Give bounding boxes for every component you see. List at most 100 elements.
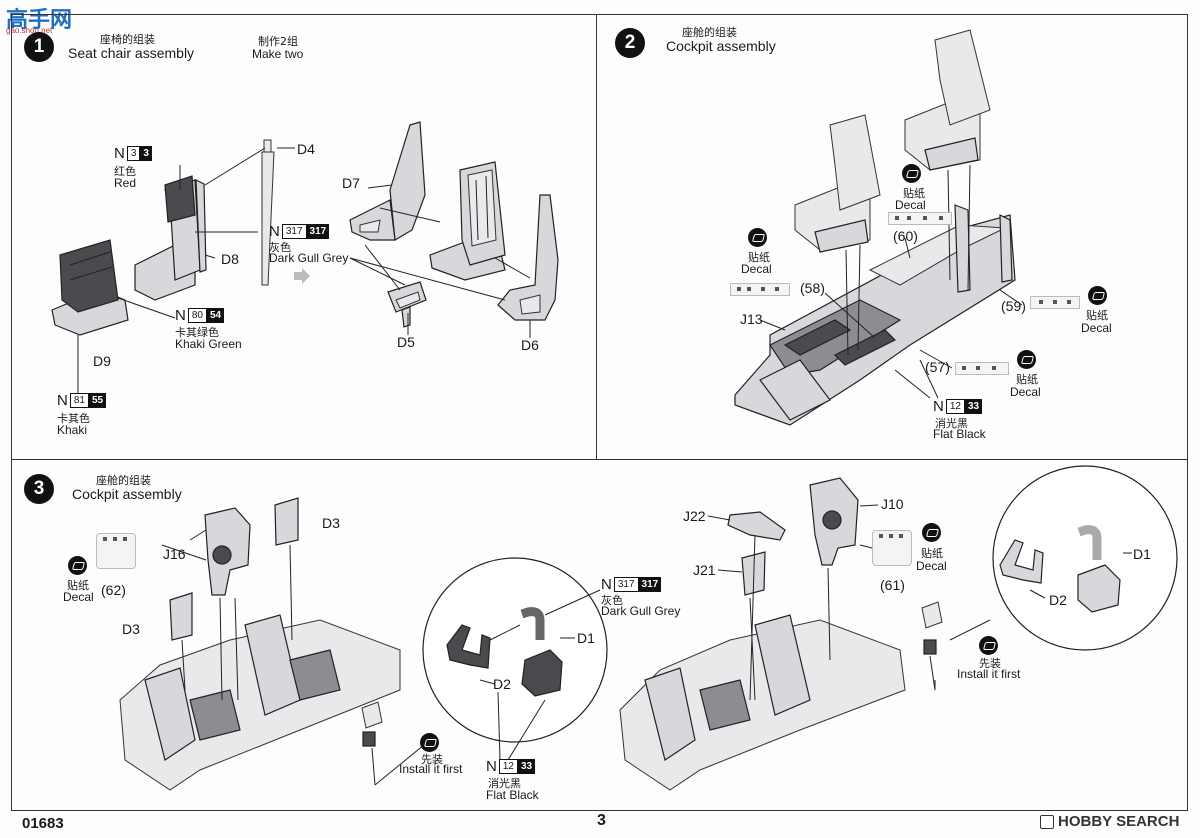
step2-number: 2 bbox=[615, 28, 645, 58]
kit-number: 01683 bbox=[22, 815, 64, 832]
step1-title-zh: 座椅的组装 bbox=[100, 33, 155, 46]
stick-small-left bbox=[361, 701, 383, 747]
rod-d4-drawing bbox=[261, 139, 275, 286]
paint-khaki-green-zh: 卡其绿色 bbox=[175, 326, 219, 339]
part-d1-label-b: D1 bbox=[1133, 546, 1151, 562]
part-d5-label: D5 bbox=[397, 334, 415, 350]
hobby-search-logo: HOBBY SEARCH bbox=[1040, 813, 1179, 830]
detail-d2-left bbox=[446, 624, 491, 669]
decal-icon-62 bbox=[68, 556, 87, 575]
paint-red-zh: 红色 bbox=[114, 165, 136, 178]
install-first-en-left: Install it first bbox=[399, 762, 463, 776]
frame-d6-drawing bbox=[497, 194, 559, 321]
part-d9-label: D9 bbox=[93, 353, 111, 369]
panel-j10 bbox=[809, 477, 859, 566]
paint-khaki-en: Khaki bbox=[57, 423, 88, 437]
decal-60-en: Decal bbox=[895, 198, 926, 212]
decal-59-en: Decal bbox=[1081, 321, 1112, 335]
ref-57: (57) bbox=[925, 359, 950, 375]
paint-black-zh-step3: 消光黑 bbox=[488, 777, 521, 790]
decal-61-en: Decal bbox=[916, 559, 947, 573]
ref-60: (60) bbox=[893, 228, 918, 244]
part-j16-label: J16 bbox=[163, 546, 186, 562]
decal-57-zh: 贴纸 bbox=[1016, 373, 1038, 386]
paint-black-en-step2: Flat Black bbox=[933, 427, 986, 441]
panel-j22 bbox=[727, 511, 786, 541]
ref-61: (61) bbox=[880, 577, 905, 593]
cockpit-right-step3 bbox=[619, 614, 906, 791]
page-number: 3 bbox=[597, 812, 606, 829]
part-d6-label: D6 bbox=[521, 337, 539, 353]
step2-title-en: Cockpit assembly bbox=[666, 38, 776, 54]
paint-black-zh-step2: 消光黑 bbox=[935, 417, 968, 430]
ref-59: (59) bbox=[1001, 298, 1026, 314]
install-first-zh-right: 先装 bbox=[979, 657, 1001, 670]
seat-assembled-drawing bbox=[429, 161, 506, 281]
decal-sheet-59 bbox=[1030, 296, 1080, 309]
decal-icon-60 bbox=[902, 164, 921, 183]
decal-sheet-62 bbox=[96, 533, 136, 569]
cockpit-tub-step2 bbox=[734, 204, 1016, 426]
decal-icon-58 bbox=[748, 228, 767, 247]
part-j21-label: J21 bbox=[693, 562, 716, 578]
part-d2-label-a: D2 bbox=[493, 676, 511, 692]
cockpit-left-step3 bbox=[119, 614, 401, 791]
decal-58-en: Decal bbox=[741, 262, 772, 276]
install-first-icon-right bbox=[979, 636, 998, 655]
detail-callout-right bbox=[992, 465, 1178, 651]
part-d7-label: D7 bbox=[342, 175, 360, 191]
frame-d7-drawing bbox=[349, 121, 426, 241]
ref-58: (58) bbox=[800, 280, 825, 296]
paint-black-en-step3: Flat Black bbox=[486, 788, 539, 802]
hobby-search-icon bbox=[1040, 815, 1054, 830]
paint-grey-en-step1: Dark Gull Grey bbox=[269, 251, 349, 265]
paint-grey-zh-step1: 灰色 bbox=[269, 241, 291, 254]
part-d3-left-a bbox=[274, 497, 299, 546]
part-j13-label: J13 bbox=[740, 311, 763, 327]
watermark-url: gao.shou.net bbox=[6, 26, 53, 35]
part-d3-left-b bbox=[169, 592, 193, 641]
detail-d1-right bbox=[1077, 525, 1121, 613]
step1-number: 1 bbox=[24, 32, 54, 62]
decal-icon-59 bbox=[1088, 286, 1107, 305]
decal-sheet-61 bbox=[872, 530, 912, 566]
paint-khaki-zh: 卡其色 bbox=[57, 412, 90, 425]
decal-62-en: Decal bbox=[63, 590, 94, 604]
part-d1-label-a: D1 bbox=[577, 630, 595, 646]
decal-icon-61 bbox=[922, 523, 941, 542]
paint-grey-zh-step3: 灰色 bbox=[601, 594, 623, 607]
decal-60-zh: 贴纸 bbox=[903, 187, 925, 200]
make-two-zh: 制作2组 bbox=[258, 35, 298, 48]
decal-icon-57 bbox=[1017, 350, 1036, 369]
install-first-en-right: Install it first bbox=[957, 667, 1021, 681]
decal-58-zh: 贴纸 bbox=[748, 251, 770, 264]
panel-j16 bbox=[204, 507, 251, 596]
install-first-icon-left bbox=[420, 733, 439, 752]
seat-upper-step2 bbox=[904, 29, 991, 171]
stick-small-right bbox=[921, 601, 943, 655]
decal-sheet-57 bbox=[955, 362, 1009, 375]
decal-sheet-60 bbox=[888, 212, 952, 225]
part-j22-label: J22 bbox=[683, 508, 706, 524]
detail-callout-left bbox=[422, 557, 608, 743]
paint-khaki-green-en: Khaki Green bbox=[175, 337, 242, 351]
seat-d8-drawing bbox=[134, 175, 207, 301]
step3-title-en: Cockpit assembly bbox=[72, 486, 182, 502]
part-d4-label: D4 bbox=[297, 141, 315, 157]
part-d3-label-a: D3 bbox=[322, 515, 340, 531]
decal-sheet-58 bbox=[730, 283, 790, 296]
part-d8-label: D8 bbox=[221, 251, 239, 267]
part-j10-label: J10 bbox=[881, 496, 904, 512]
decal-57-en: Decal bbox=[1010, 385, 1041, 399]
watermark-logo: 高手网 bbox=[6, 7, 73, 32]
paint-grey-en-step3: Dark Gull Grey bbox=[601, 604, 681, 618]
detail-d2-right bbox=[999, 539, 1044, 584]
